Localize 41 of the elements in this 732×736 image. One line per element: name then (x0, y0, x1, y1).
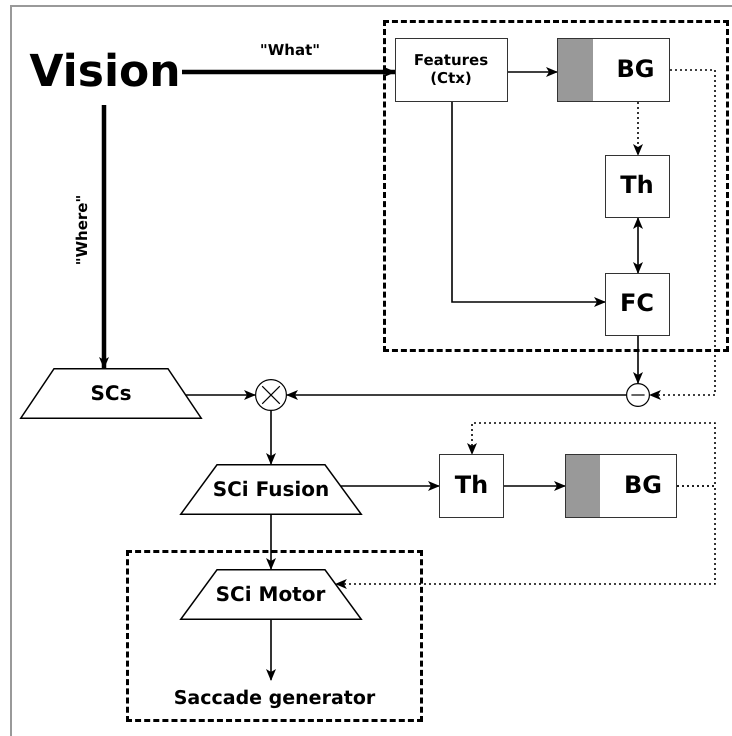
arrow (186, 390, 256, 400)
process-box (565, 454, 677, 518)
node-label: Features (Ctx) (412, 52, 490, 87)
node-label: BG (624, 472, 663, 500)
arrow (451, 102, 606, 307)
process-box (439, 454, 504, 518)
arrow (633, 217, 643, 274)
subtract-junction (626, 383, 650, 407)
node-label: SCi Motor (216, 582, 326, 606)
group-title: Saccade generator (172, 687, 376, 709)
arrow (633, 102, 643, 156)
node-label: BG (616, 56, 656, 84)
node-label: SCi Fusion (212, 478, 330, 501)
arrow (266, 620, 276, 681)
dashed-group (383, 20, 729, 352)
arrow (286, 390, 626, 400)
process-box (556, 38, 670, 102)
arrow (504, 481, 566, 491)
arrow (99, 105, 109, 369)
node-label: Th (620, 172, 654, 200)
multiply-junction (255, 379, 287, 411)
trapezoid-block (20, 368, 202, 419)
process-box (604, 272, 670, 336)
process-box (394, 38, 508, 102)
arrow (182, 67, 396, 77)
node-label: FC (620, 290, 654, 318)
process-box (604, 154, 670, 218)
arrow (467, 422, 716, 487)
node-label: Th (454, 472, 488, 500)
arrow (508, 67, 558, 77)
trapezoid-block (180, 464, 362, 515)
arrow (649, 69, 716, 400)
arrow (266, 411, 276, 465)
dashed-group (126, 550, 423, 722)
arrow (340, 481, 440, 491)
arrow (266, 515, 276, 570)
node-label: SCs (90, 382, 132, 405)
arrow (334, 485, 716, 589)
node-label: Vision (29, 47, 181, 98)
trapezoid-block (180, 568, 362, 620)
arrow (633, 336, 643, 384)
